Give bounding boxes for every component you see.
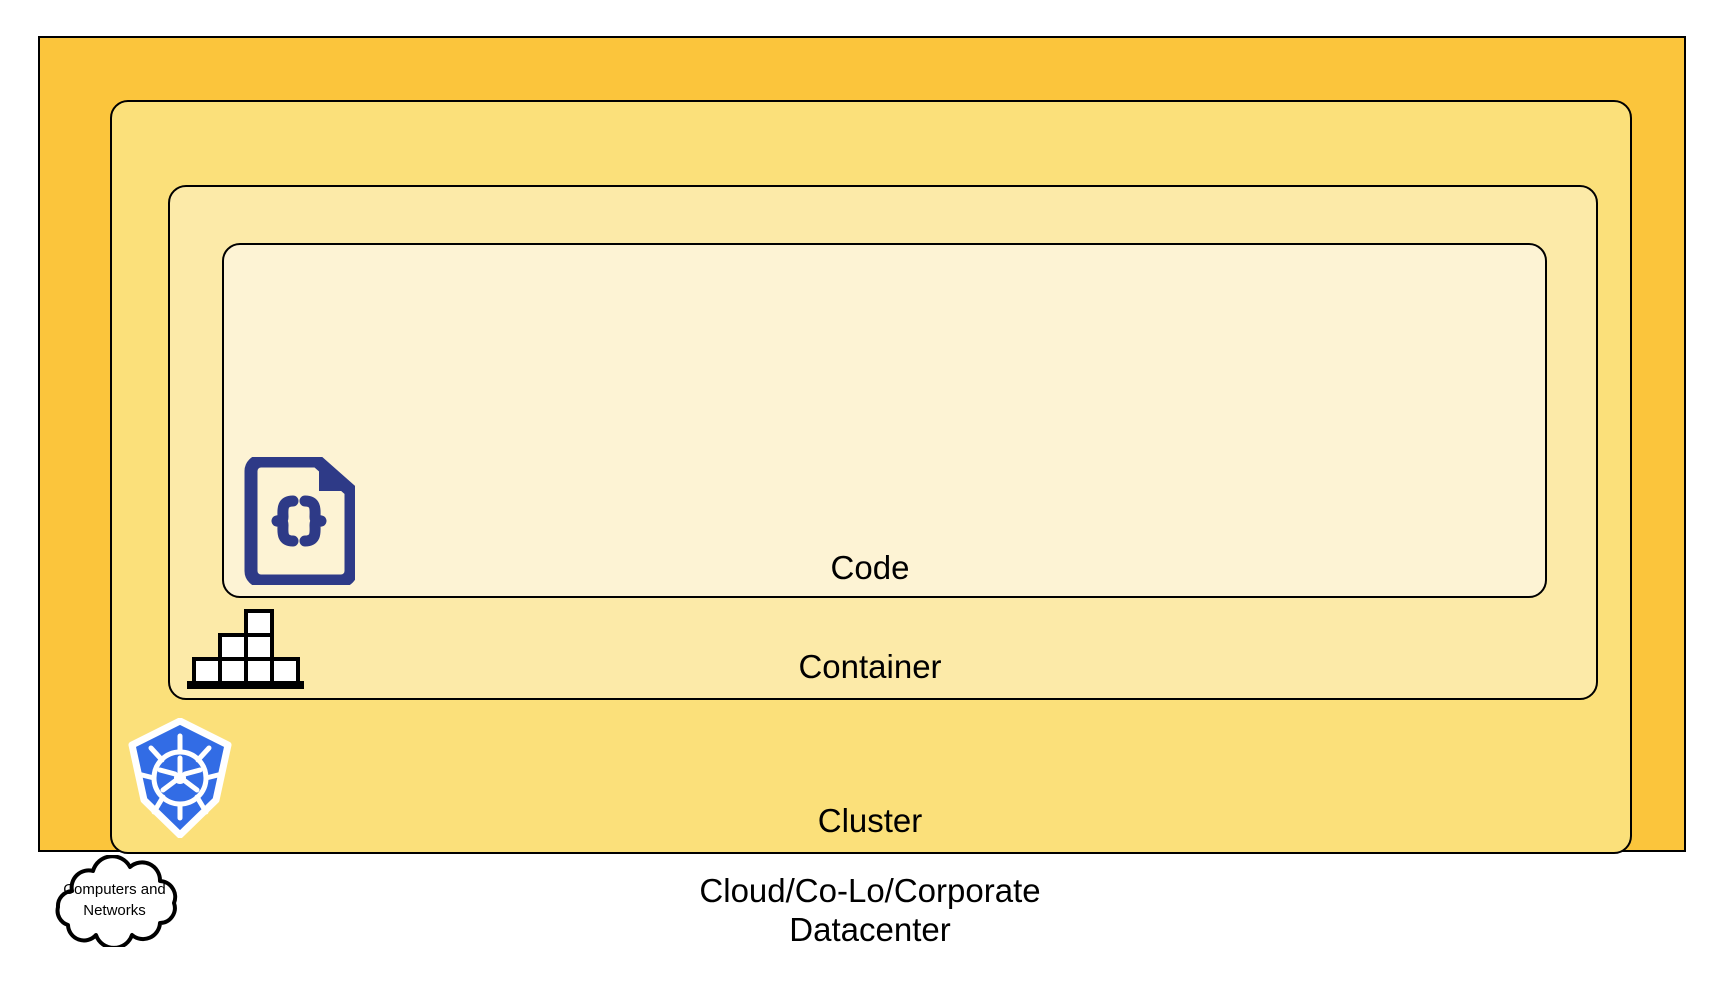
kubernetes-helm-icon xyxy=(120,717,240,839)
code-braces-document-icon xyxy=(243,454,358,588)
layer-label-datacenter: Cloud/Co-Lo/Corporate Datacenter xyxy=(699,872,1041,948)
layer-label-code: Code xyxy=(830,549,910,586)
stacked-blocks-icon xyxy=(185,608,315,690)
layer-label-container: Container xyxy=(798,648,942,685)
computers-and-networks-cloud: Computers and Networks xyxy=(38,854,191,950)
layer-label-cluster: Cluster xyxy=(817,802,923,839)
layer-box-code xyxy=(222,243,1547,598)
